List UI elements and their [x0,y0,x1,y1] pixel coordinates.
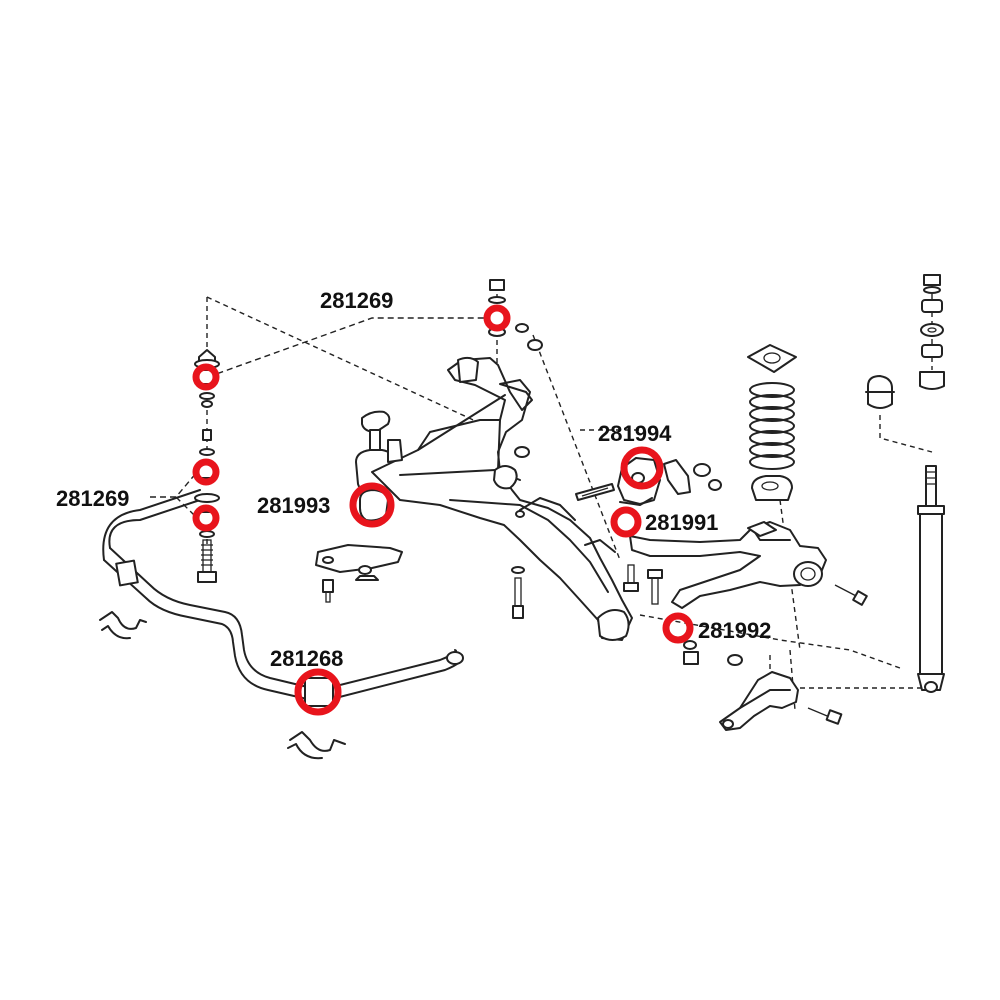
rear-subframe [371,356,633,641]
label-281993: 281993 [257,493,330,518]
highlight-top-bushing [483,304,511,332]
trailing-arm [629,521,868,609]
stabilizer-bar [102,489,464,707]
highlight-left-low-bushing [192,504,220,532]
label-281269-top: 281269 [320,288,393,313]
end-link-stack-top [486,279,543,351]
stabilizer-clamp-upper [99,611,147,640]
label-281994: 281994 [598,421,672,446]
lower-control-arm [719,671,799,731]
leader-lines [150,285,935,711]
highlight-markers [192,304,694,716]
label-281268: 281268 [270,646,343,671]
shock-absorber-stack [865,274,945,693]
highlight-inner-arm-bushing [610,506,642,538]
part-labels: 281269 281269 281993 281994 281991 28199… [56,288,771,671]
coil-spring-assembly [747,344,797,501]
highlight-lower-arm-bushing [662,612,694,644]
highlight-stabilizer-bushing [294,668,342,716]
stabilizer-clamp-lower [287,731,346,760]
arm-bolts [623,564,843,725]
highlight-bump-stop [349,482,395,528]
coil-spring [749,382,795,470]
label-281992: 281992 [698,618,771,643]
highlight-upper-bracket [620,446,664,490]
label-281269-left: 281269 [56,486,129,511]
label-281991: 281991 [645,510,718,535]
highlight-left-mid-bushing [192,458,220,486]
highlight-left-top-bushing [192,363,220,391]
